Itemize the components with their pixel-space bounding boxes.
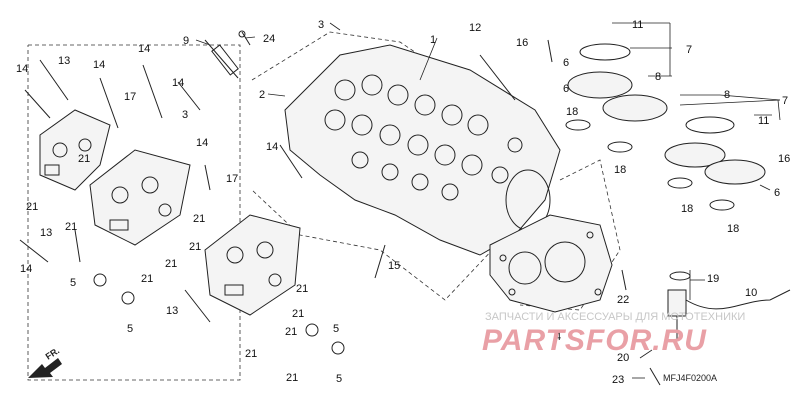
- callout-5-a[interactable]: 5: [70, 277, 76, 289]
- callout-3-left[interactable]: 3: [182, 109, 188, 121]
- head-gasket[interactable]: [489, 214, 613, 313]
- callout-18-a[interactable]: 18: [566, 106, 578, 118]
- insulator-upper-pair[interactable]: [567, 43, 668, 122]
- callout-24[interactable]: 24: [263, 33, 275, 45]
- front-direction-arrow: FR.: [28, 345, 62, 378]
- group-outline-left: [27, 44, 241, 381]
- callout-18-c[interactable]: 18: [681, 203, 693, 215]
- callout-16-a[interactable]: 16: [516, 37, 528, 49]
- callout-11-a[interactable]: 11: [632, 19, 643, 31]
- callout-14-e[interactable]: 14: [196, 137, 208, 149]
- callout-12[interactable]: 12: [469, 22, 481, 34]
- callout-18-d[interactable]: 18: [727, 223, 739, 235]
- group-outline-right: [519, 159, 621, 311]
- callout-14-d[interactable]: 14: [172, 77, 184, 89]
- bolts: [19, 39, 661, 386]
- callout-21-k[interactable]: 21: [245, 348, 257, 360]
- callout-21-d[interactable]: 21: [193, 213, 205, 225]
- callout-19[interactable]: 19: [707, 273, 719, 285]
- callout-14-f[interactable]: 14: [266, 141, 278, 153]
- callout-22[interactable]: 22: [617, 294, 629, 306]
- callout-8-a[interactable]: 8: [655, 71, 661, 83]
- callout-17-a[interactable]: 17: [124, 91, 136, 103]
- o-rings: [565, 119, 735, 211]
- camshaft-holder-mid[interactable]: [89, 149, 191, 246]
- callout-13-c[interactable]: 13: [166, 305, 178, 317]
- sensor-assembly[interactable]: [667, 271, 791, 340]
- callout-13-b[interactable]: 13: [40, 227, 52, 239]
- callout-17-b[interactable]: 17: [226, 173, 238, 185]
- callout-21-i[interactable]: 21: [285, 326, 297, 338]
- callout-13-a[interactable]: 13: [58, 55, 70, 67]
- leader-lines: [195, 22, 781, 379]
- watermark: ЗАПЧАСТИ И АКСЕССУАРЫ ДЛЯ МОТОТЕХНИКИ PA…: [482, 311, 745, 357]
- cylinder-head[interactable]: [284, 44, 561, 256]
- callout-6-c[interactable]: 6: [774, 187, 780, 199]
- callout-14-g[interactable]: 14: [20, 263, 32, 275]
- callout-3-top[interactable]: 3: [318, 19, 324, 31]
- callout-5-d[interactable]: 5: [336, 373, 342, 385]
- callout-21-l[interactable]: 21: [286, 372, 298, 384]
- callout-2[interactable]: 2: [259, 89, 265, 101]
- bolt-24: [238, 30, 251, 46]
- callout-14-c[interactable]: 14: [138, 43, 150, 55]
- spark-plug[interactable]: [204, 39, 239, 79]
- callout-20[interactable]: 20: [617, 352, 629, 364]
- callout-5-b[interactable]: 5: [127, 323, 133, 335]
- callout-21-b[interactable]: 21: [26, 201, 38, 213]
- callout-labels: 1 2 3 3 4 5 5 5 5 6 6 6 7 7 8 8 9 10 11 …: [16, 19, 790, 386]
- callout-8-b[interactable]: 8: [724, 89, 730, 101]
- callout-6-a[interactable]: 6: [563, 57, 569, 69]
- callout-16-b[interactable]: 16: [778, 153, 790, 165]
- callout-21-c[interactable]: 21: [65, 221, 77, 233]
- callout-21-j[interactable]: 21: [292, 308, 304, 320]
- callout-14-a[interactable]: 14: [16, 63, 28, 75]
- callout-21-e[interactable]: 21: [141, 273, 153, 285]
- watermark-logo: PARTSFOR.RU: [482, 324, 707, 357]
- callout-21-f[interactable]: 21: [165, 258, 177, 270]
- insulator-lower-pair[interactable]: [664, 116, 766, 185]
- callout-18-b[interactable]: 18: [614, 164, 626, 176]
- camshaft-holder-upper[interactable]: [39, 109, 111, 191]
- sealing-washers: [93, 273, 345, 355]
- callout-23[interactable]: 23: [612, 374, 624, 386]
- callout-7-top[interactable]: 7: [686, 44, 692, 56]
- callout-10[interactable]: 10: [745, 287, 757, 299]
- watermark-caption: ЗАПЧАСТИ И АКСЕССУАРЫ ДЛЯ МОТОТЕХНИКИ: [485, 311, 745, 323]
- callout-21-g[interactable]: 21: [189, 241, 201, 253]
- callout-1[interactable]: 1: [430, 34, 436, 46]
- callout-11-b[interactable]: 11: [758, 115, 769, 127]
- diagram-code: MFJ4F0200A: [663, 373, 717, 383]
- callout-21-h[interactable]: 21: [296, 283, 308, 295]
- callout-6-b[interactable]: 6: [563, 83, 569, 95]
- camshaft-holder-lower[interactable]: [204, 214, 301, 316]
- callout-21-a[interactable]: 21: [78, 153, 90, 165]
- callout-4[interactable]: 4: [555, 331, 561, 343]
- callout-7-right[interactable]: 7: [782, 95, 788, 107]
- callout-14-b[interactable]: 14: [93, 59, 105, 71]
- callout-15[interactable]: 15: [388, 260, 400, 272]
- callout-9[interactable]: 9: [183, 35, 189, 47]
- callout-5-c[interactable]: 5: [333, 323, 339, 335]
